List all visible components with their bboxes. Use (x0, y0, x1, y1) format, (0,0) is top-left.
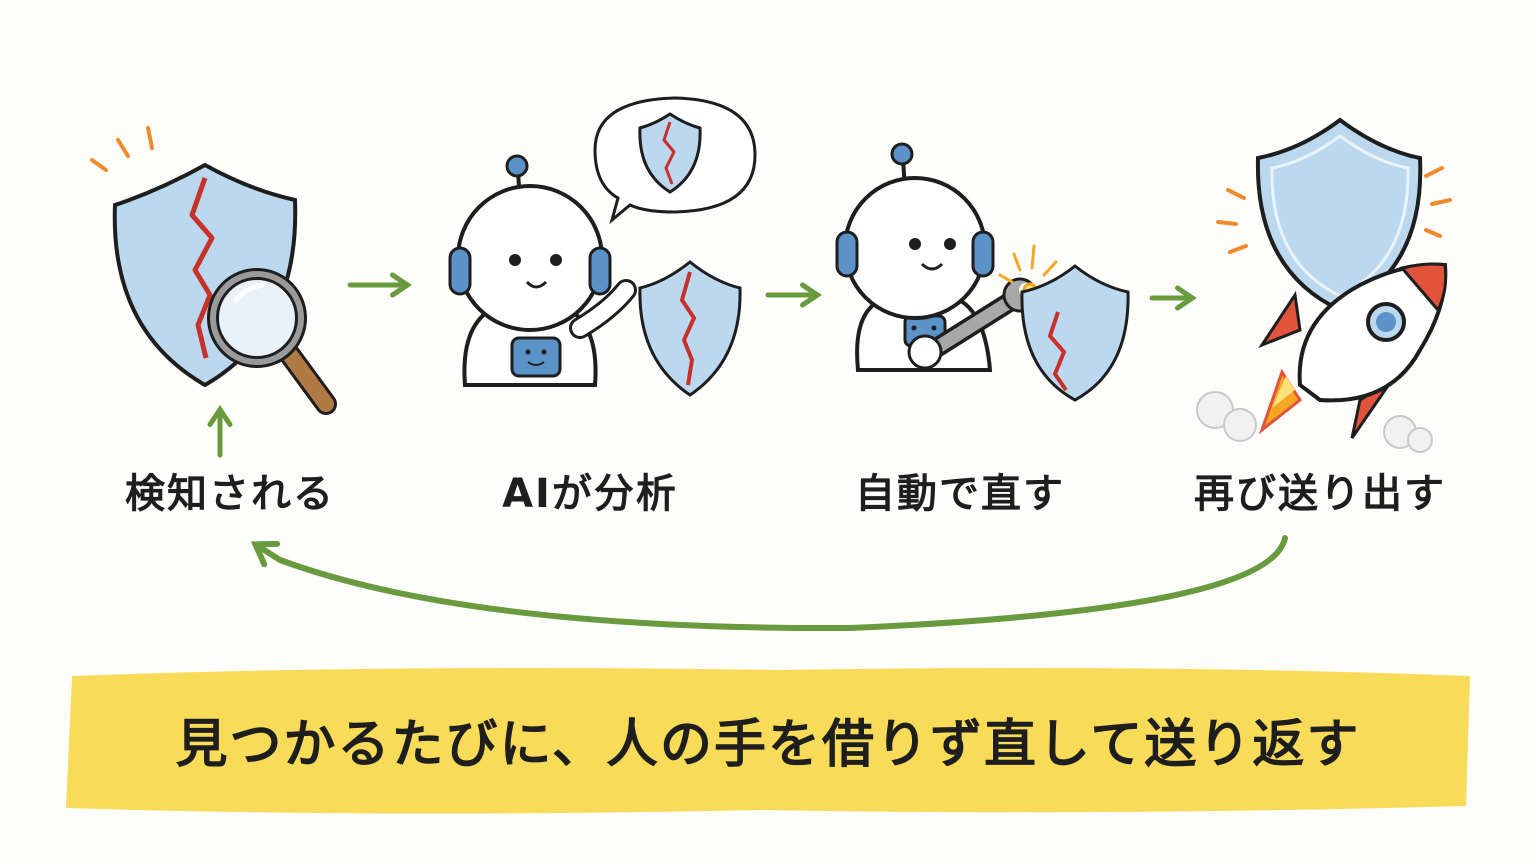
alert-lines-icon (90, 126, 154, 172)
speech-bubble-icon (593, 96, 757, 225)
robot-icon (448, 154, 637, 387)
step4-illustration (1196, 117, 1452, 453)
step-label-redeploy: 再び送り出す (1194, 471, 1446, 517)
step-label-ai-analysis: AIが分析 (502, 471, 678, 517)
step2-illustration (448, 96, 757, 397)
shine-lines-icon (1216, 166, 1452, 254)
cracked-shield-icon (1020, 264, 1130, 402)
crack-icon (189, 177, 215, 359)
robot-icon (835, 142, 995, 372)
rocket-icon (1258, 262, 1448, 439)
step3-illustration (835, 142, 1130, 402)
smoke-icon (1196, 391, 1433, 453)
crack-icon (679, 271, 697, 386)
step-label-auto-fix: 自動で直す (855, 471, 1065, 517)
forward-arrows (347, 272, 1198, 311)
crack-icon (1047, 311, 1068, 392)
banner-text: 見つかるたびに、人の手を借りず直して送り返す (175, 715, 1361, 775)
step1-illustration (90, 126, 337, 415)
loop-back-arrow-icon (250, 535, 1288, 632)
banner-highlight (66, 668, 1470, 814)
magnifier-icon (207, 268, 337, 415)
step-label-detected: 検知される (125, 471, 335, 517)
